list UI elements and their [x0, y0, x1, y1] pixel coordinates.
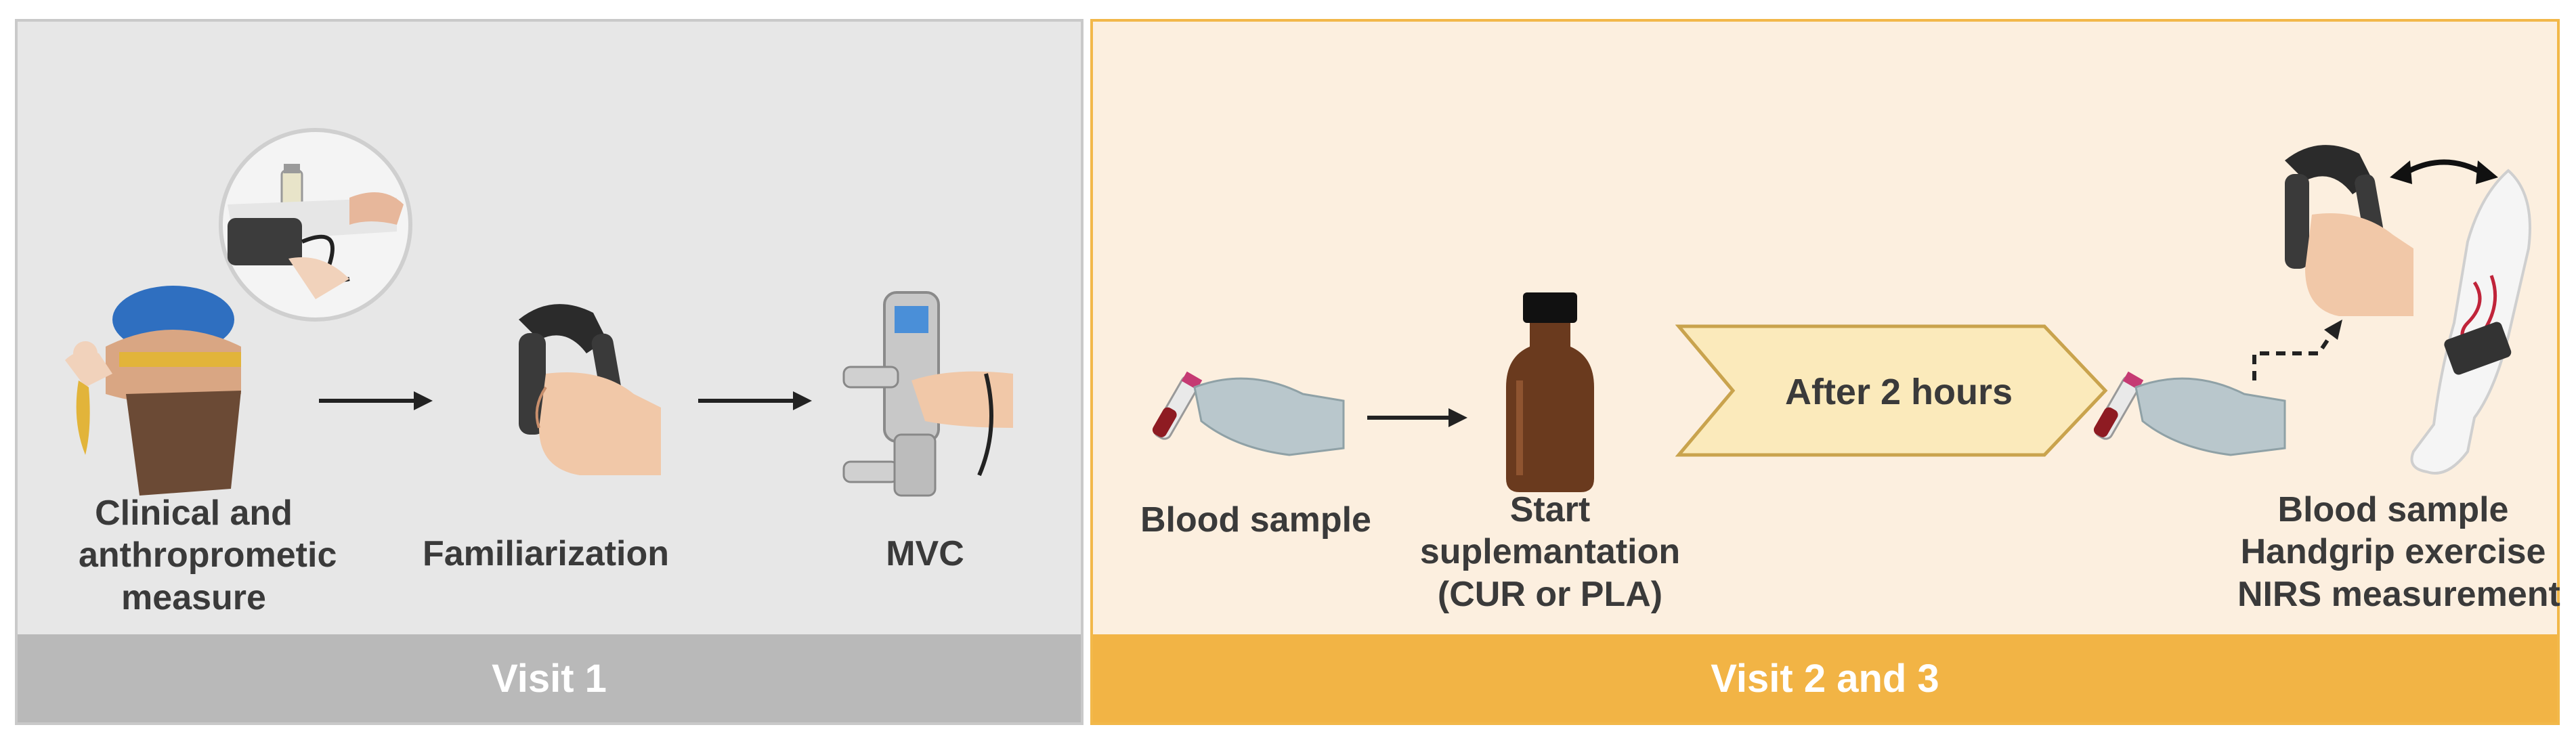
visit1-footer-label: Visit 1	[492, 656, 607, 701]
visit1-footer: Visit 1	[18, 634, 1081, 722]
mvc-dynamometer-icon	[842, 291, 1013, 497]
visit1-panel: Clinical and anthroprometic measure Fami…	[15, 19, 1083, 725]
anthropometric-measure-illustration	[65, 286, 241, 496]
flow-arrow	[698, 391, 812, 410]
blood-pressure-inset-icon	[219, 128, 412, 322]
supplement-bottle-icon	[1506, 292, 1594, 492]
step-label-mvc: MVC	[886, 534, 964, 573]
flow-arrow	[1367, 408, 1467, 427]
double-arrow-icon	[2390, 159, 2498, 184]
blood-sample-icon	[2093, 371, 2286, 456]
step-label-clinical: Clinical and anthroprometic measure	[79, 494, 337, 617]
step-label-start-supplementation: Start suplemantation (CUR or PLA)	[1419, 490, 1681, 614]
dashed-arrow	[2252, 320, 2342, 380]
flow-arrow	[319, 391, 433, 410]
after-2-hours-banner	[1675, 324, 2108, 457]
blood-sample-icon	[1152, 371, 1345, 456]
visit2-footer: Visit 2 and 3	[1093, 634, 2557, 722]
handgrip-dynamometer-icon	[2285, 145, 2413, 316]
visit2-footer-label: Visit 2 and 3	[1711, 656, 1939, 701]
nirs-arm-icon	[2410, 169, 2531, 475]
after-2-hours-label: After 2 hours	[1784, 372, 2013, 412]
visit2-panel: After 2 hours Blood sample Start suplema	[1090, 19, 2560, 725]
step-label-final-measurements: Blood sample Handgrip exercise NIRS meas…	[2237, 490, 2560, 614]
handgrip-dynamometer-icon	[519, 304, 661, 475]
step-label-blood-sample: Blood sample	[1140, 500, 1371, 540]
step-label-familiarization: Familiarization	[422, 534, 670, 573]
